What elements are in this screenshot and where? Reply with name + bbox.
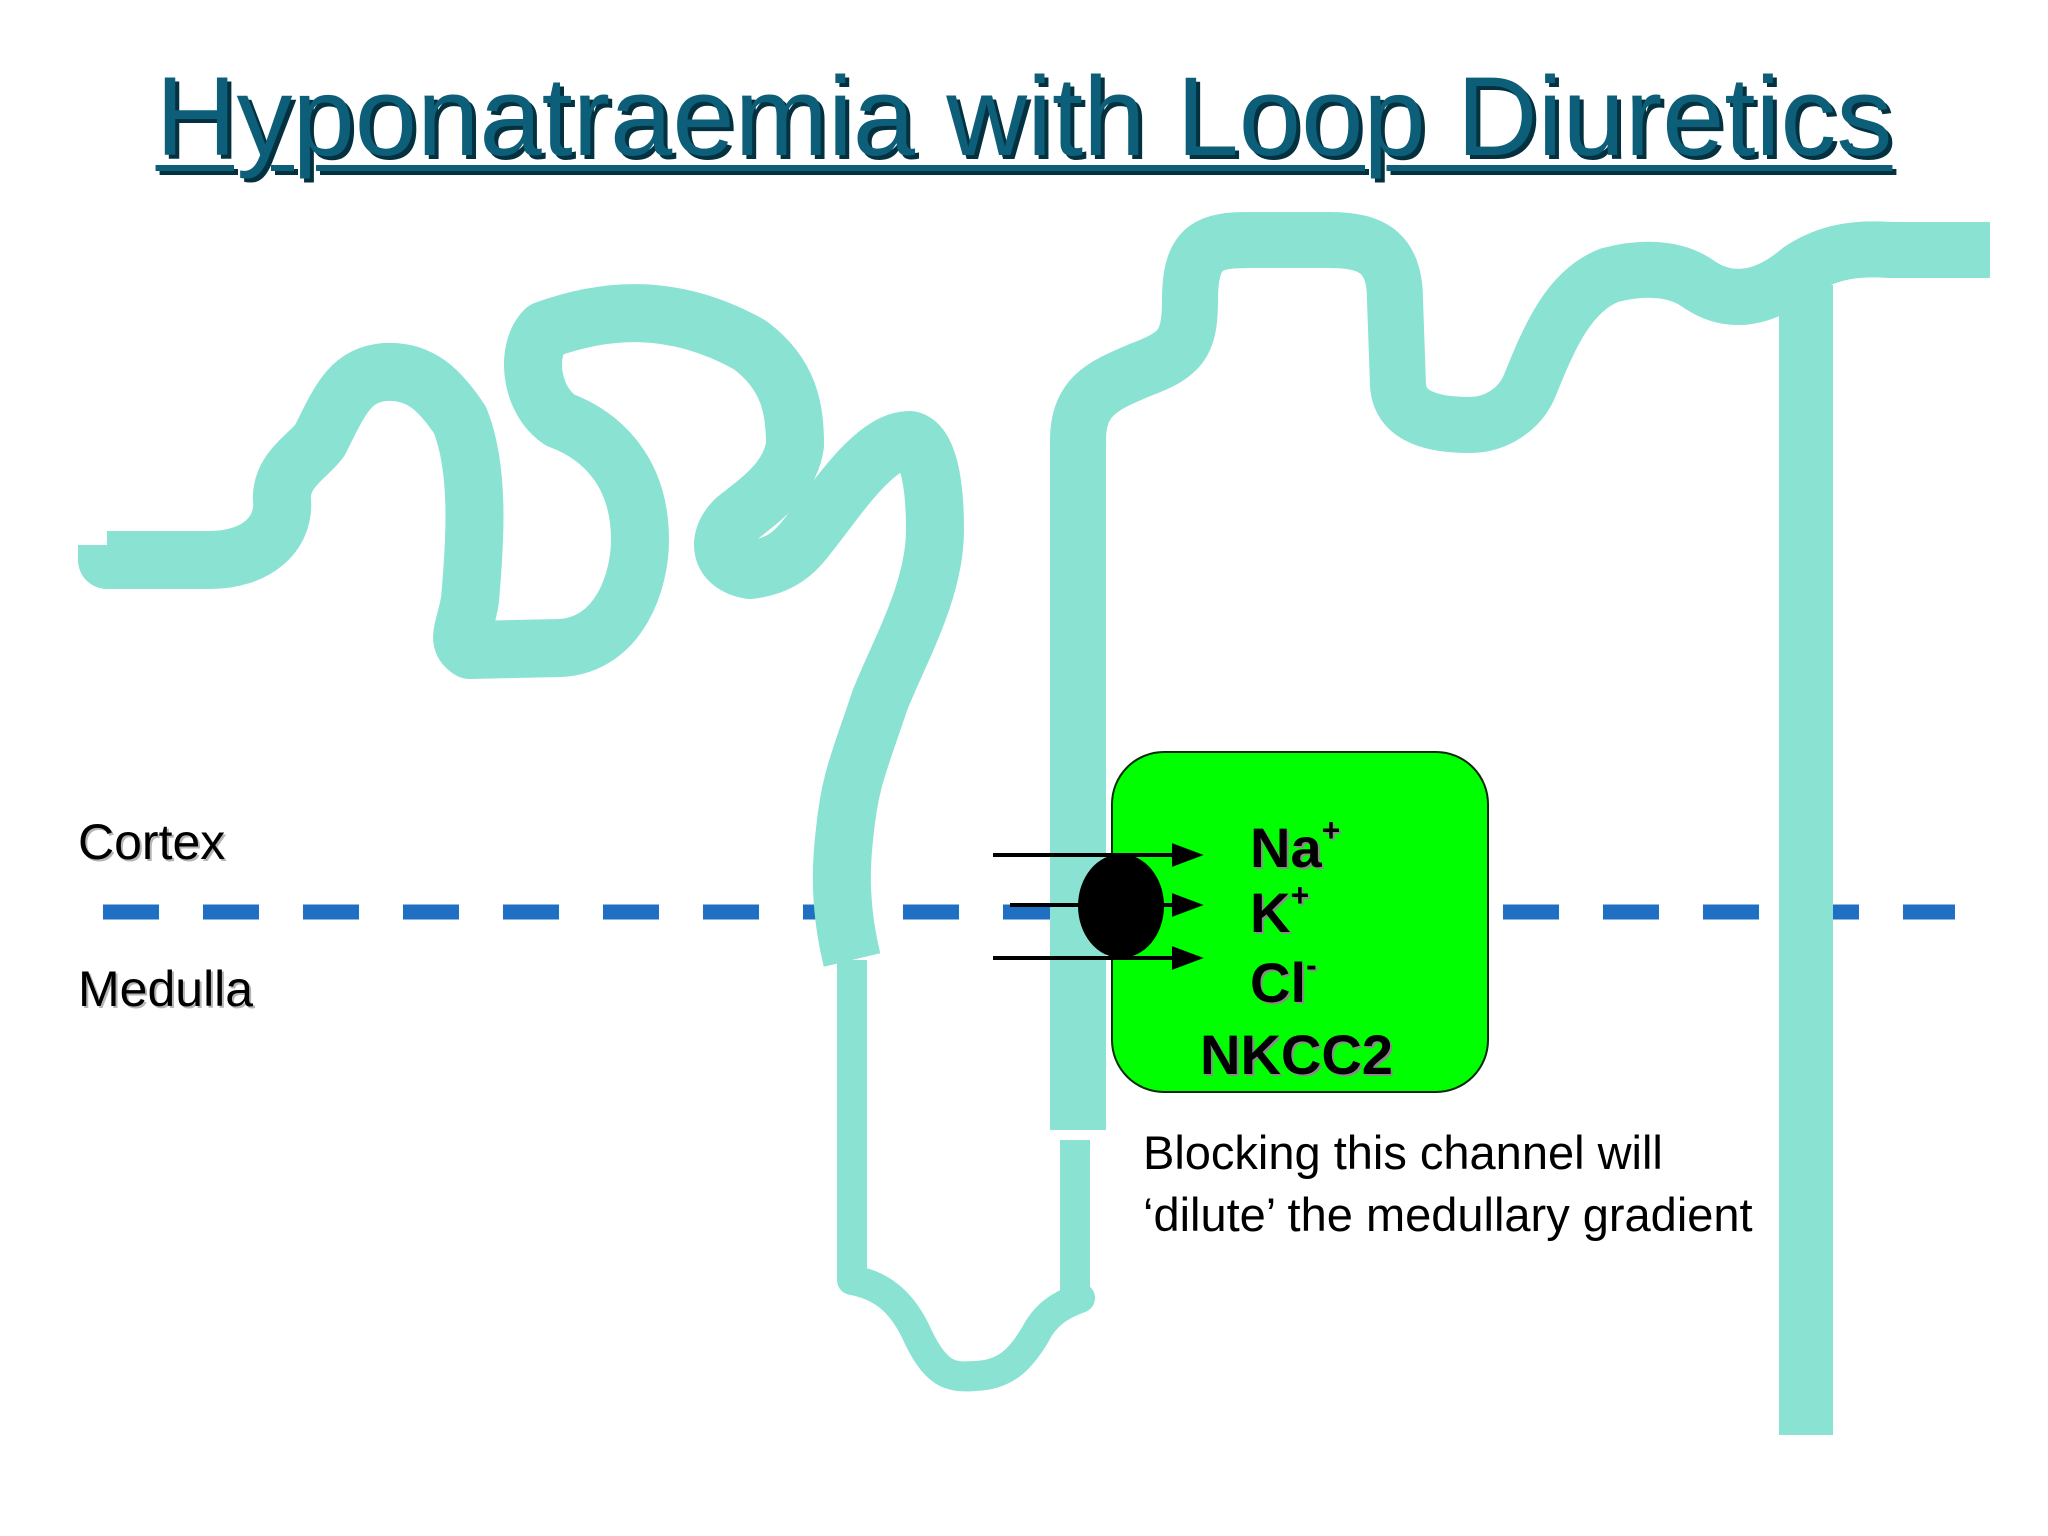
chloride-arrowhead [1172,946,1204,970]
sodium-charge: + [1321,812,1341,848]
chloride-ion-label: Cl- [1250,947,1317,1015]
proximal-convoluted-tubule [78,284,964,967]
loop-of-henle-bend [837,1265,1095,1392]
explanatory-note: Blocking this channel will ‘dilute’ the … [1143,1126,1753,1241]
potassium-arrowhead [1172,893,1204,917]
ion-flux-arrows [993,843,1204,970]
medulla-label: Medulla [78,961,254,1017]
potassium-symbol: K [1250,881,1291,944]
chloride-charge: - [1306,947,1317,983]
thick-ascending-limb [1050,212,1990,1130]
sodium-symbol: Na [1250,816,1322,879]
chloride-symbol: Cl [1250,951,1306,1014]
potassium-charge: + [1290,877,1310,913]
cortex-label: Cortex [78,814,226,870]
potassium-ion-label: K+ [1250,877,1310,945]
nkcc2-label: NKCC2 [1200,1023,1393,1086]
sodium-ion-label: Na+ [1250,812,1341,880]
sodium-arrowhead [1172,843,1204,867]
slide-title: Hyponatraemia with Loop Diuretics [155,54,1893,179]
transporter-channel [1078,854,1164,958]
